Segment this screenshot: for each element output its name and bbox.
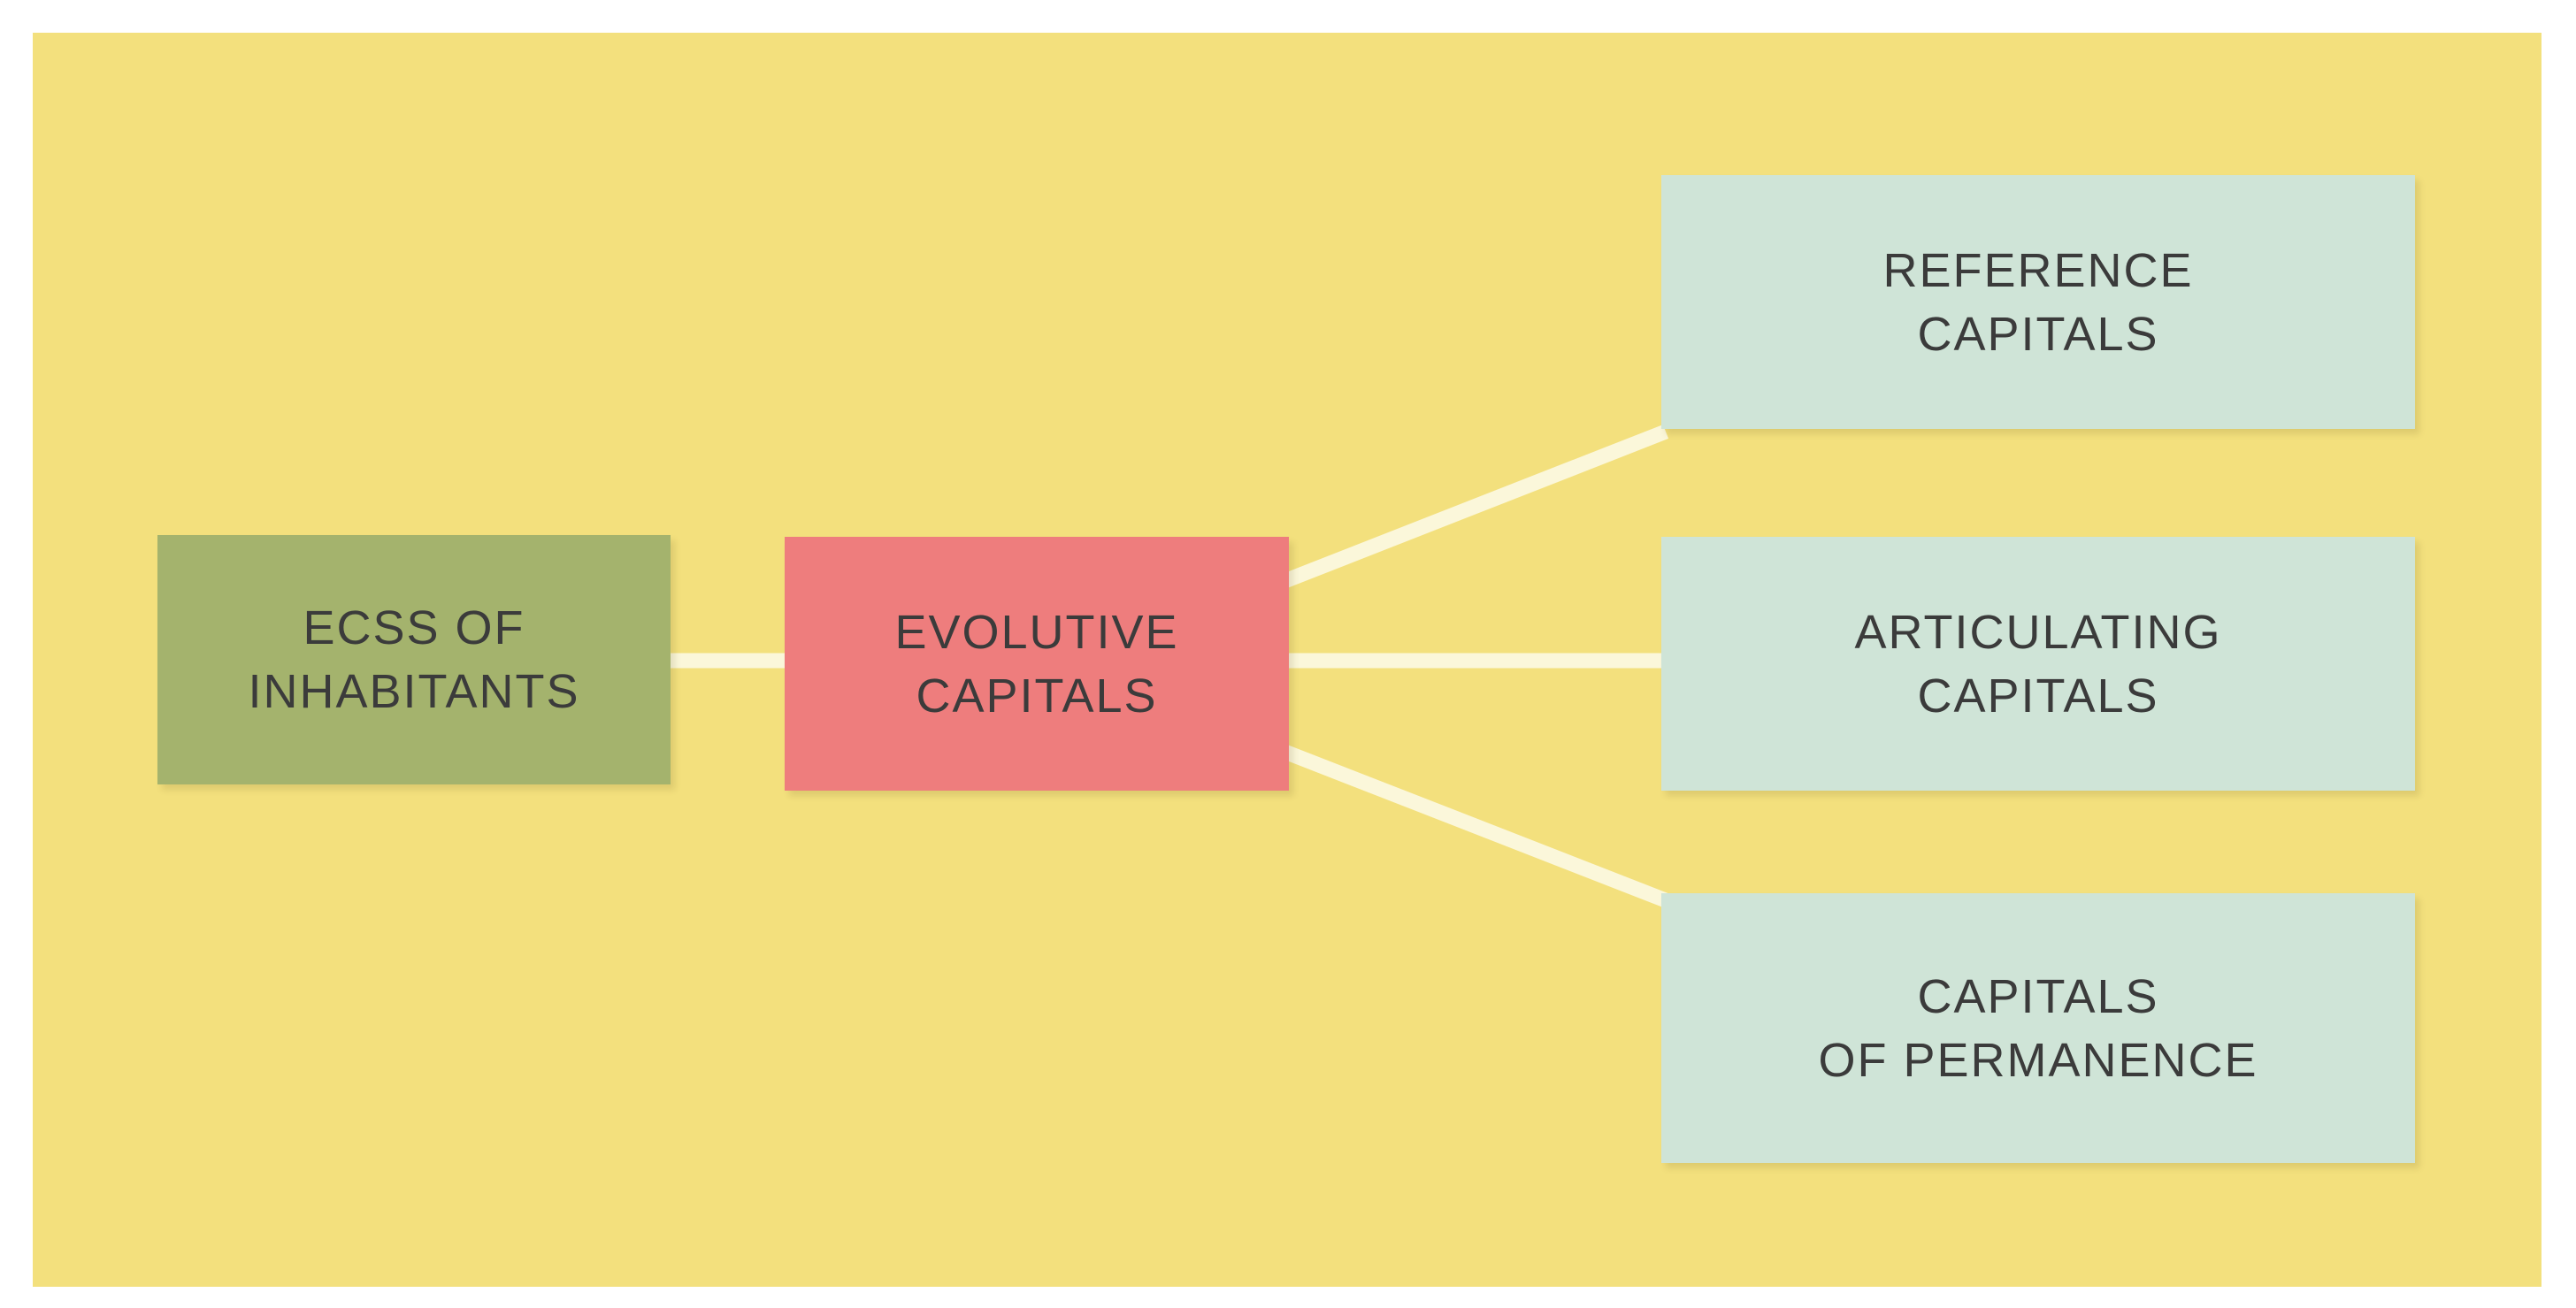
node-label-line: ARTICULATING — [1854, 605, 2222, 659]
connector-evolutive-permanence — [1268, 739, 1678, 911]
connector-lines — [668, 425, 1678, 911]
node-label-line: CAPITALS — [1917, 669, 2159, 723]
node-label-line: EVOLUTIVE — [894, 605, 1179, 659]
node-label-line: CAPITALS — [916, 669, 1158, 723]
node-evolutive-capitals: EVOLUTIVE CAPITALS — [785, 537, 1289, 791]
node-label-line: REFERENCE — [1882, 243, 2194, 297]
node-label-line: CAPITALS — [1917, 307, 2159, 361]
node-reference-capitals: REFERENCE CAPITALS — [1661, 175, 2415, 429]
connector-evolutive-reference — [1268, 425, 1669, 593]
node-label-line: OF PERMANENCE — [1818, 1033, 2258, 1087]
node-ecss-of-inhabitants: ECSS OF INHABITANTS — [157, 535, 671, 784]
node-label-line: ECSS OF — [303, 601, 525, 654]
diagram-canvas: ECSS OF INHABITANTS EVOLUTIVE CAPITALS R… — [33, 33, 2542, 1287]
node-label-line: INHABITANTS — [248, 665, 580, 718]
node-label-line: CAPITALS — [1917, 969, 2159, 1023]
node-capitals-of-permanence: CAPITALS OF PERMANENCE — [1661, 893, 2415, 1163]
node-articulating-capitals: ARTICULATING CAPITALS — [1661, 537, 2415, 791]
